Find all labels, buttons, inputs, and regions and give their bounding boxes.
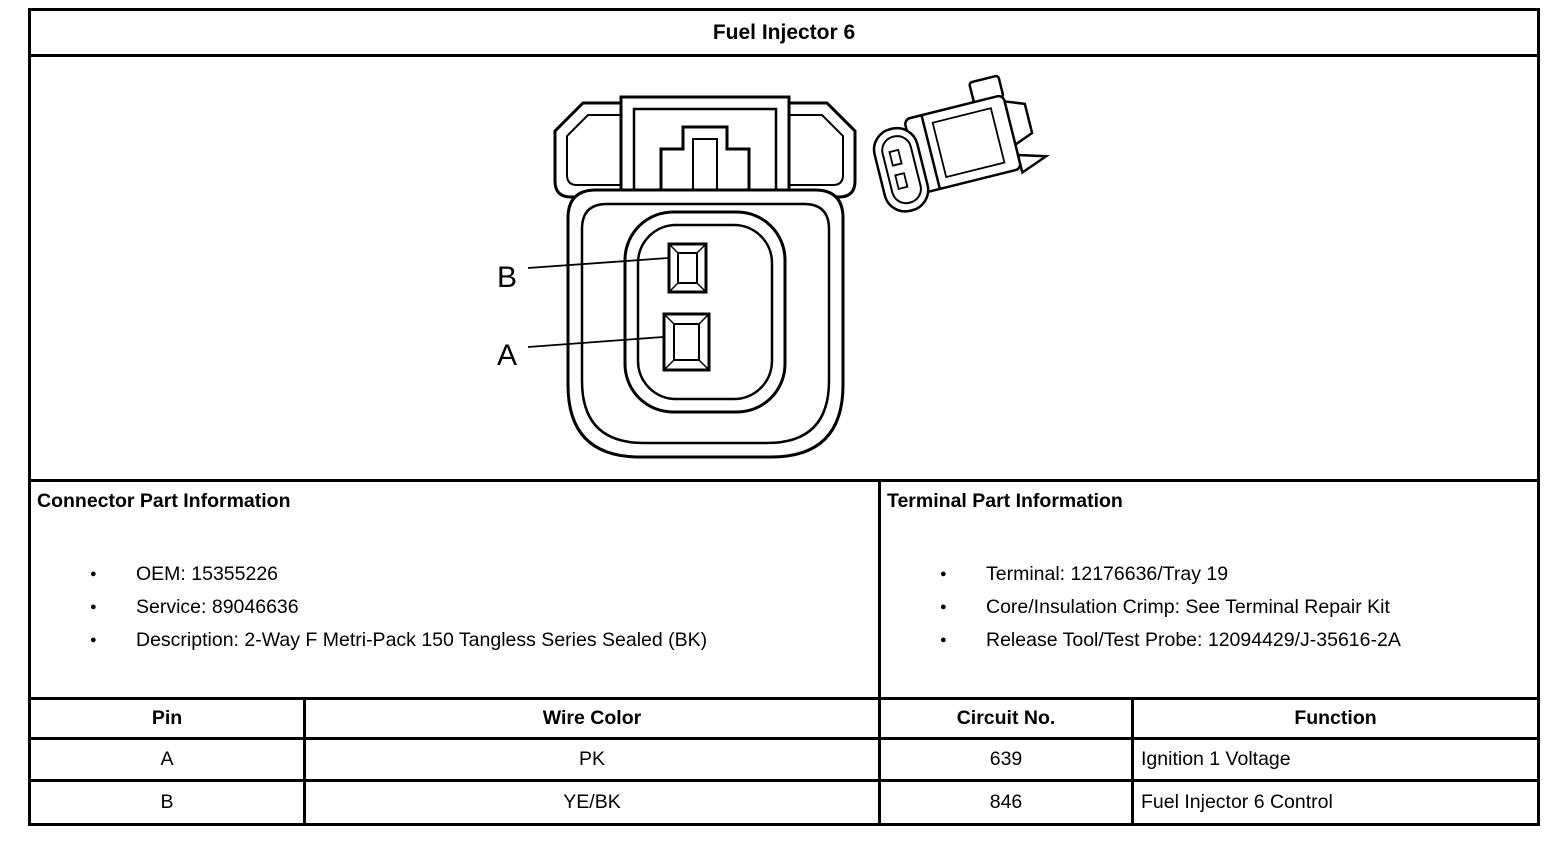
pin-a-circuit-no-cell: 639	[878, 740, 1131, 782]
pin-leader-lines	[527, 257, 669, 348]
pin-a-label: A	[497, 339, 517, 372]
title-row: Fuel Injector 6	[31, 11, 1537, 57]
terminal-part-information-list: Terminal: 12176636/Tray 19 Core/Insulati…	[885, 558, 1533, 657]
column-header-circuit-no: Circuit No.	[878, 700, 1131, 740]
list-item: Core/Insulation Crimp: See Terminal Repa…	[885, 591, 1533, 624]
pin-b-wire-color-cell: YE/BK	[303, 782, 878, 823]
terminal-part-information-heading: Terminal Part Information	[887, 490, 1123, 512]
connector-diagram: B A	[497, 74, 1050, 459]
pin-a-wire-color-cell: PK	[303, 740, 878, 782]
pin-a-pin-cell: A	[31, 740, 303, 782]
column-header-function: Function	[1131, 700, 1537, 740]
connector-side-view-drawing	[872, 74, 1050, 213]
page-title: Fuel Injector 6	[712, 20, 856, 44]
list-item: Service: 89046636	[35, 591, 874, 624]
column-header-wire-color: Wire Color	[303, 700, 878, 740]
pin-b-function-cell: Fuel Injector 6 Control	[1131, 782, 1537, 823]
list-item: Description: 2-Way F Metri-Pack 150 Tang…	[35, 624, 874, 657]
connector-part-information-list: OEM: 15355226 Service: 89046636 Descript…	[35, 558, 874, 657]
diagram-area: B A	[31, 57, 1537, 482]
column-header-pin: Pin	[31, 700, 303, 740]
pin-b-label: B	[497, 261, 517, 294]
pin-a-function-cell: Ignition 1 Voltage	[1131, 740, 1537, 782]
connector-part-information-heading: Connector Part Information	[37, 490, 291, 512]
pin-b-pin-cell: B	[160, 791, 174, 813]
list-item: Terminal: 12176636/Tray 19	[885, 558, 1533, 591]
connector-front-view-drawing	[553, 95, 857, 459]
list-item: OEM: 15355226	[35, 558, 874, 591]
pin-b-circuit-no-cell: 846	[878, 782, 1131, 823]
part-information-row: Connector Part Information OEM: 15355226…	[31, 482, 1537, 700]
list-item: Release Tool/Test Probe: 12094429/J-3561…	[885, 624, 1533, 657]
connector-part-information-cell: Connector Part Information OEM: 15355226…	[31, 482, 878, 697]
connector-info-sheet: Fuel Injector 6	[28, 8, 1540, 826]
terminal-part-information-cell: Terminal Part Information Terminal: 1217…	[878, 482, 1537, 697]
pin-table: Pin Wire Color Circuit No. Function A PK…	[31, 700, 1537, 823]
